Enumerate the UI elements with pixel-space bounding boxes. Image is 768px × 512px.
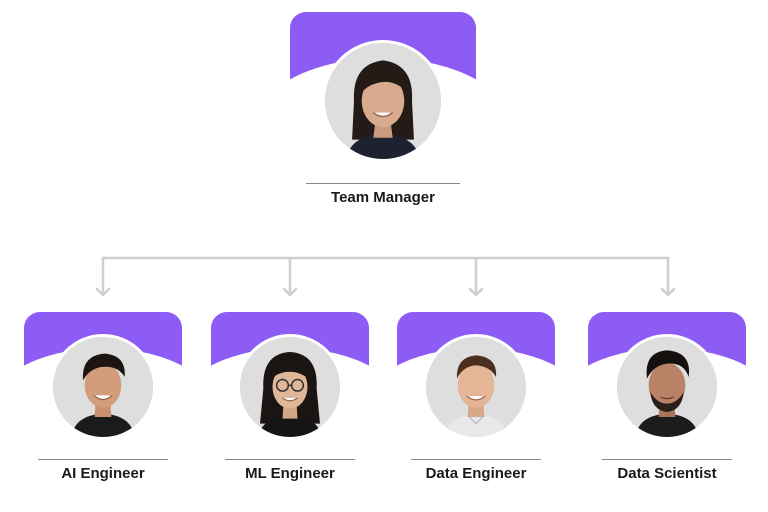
team-manager-photo [325, 43, 441, 159]
ai-engineer-card [24, 312, 182, 458]
connector-to-data-scientist [660, 256, 676, 297]
ai-engineer-underline [38, 459, 168, 460]
ml-engineer-photo [240, 337, 340, 437]
ai-engineer-label: AI Engineer [61, 465, 145, 482]
team-manager-avatar [322, 40, 444, 162]
ml-engineer-card [211, 312, 369, 458]
ml-engineer-underline [225, 459, 355, 460]
ai-engineer-avatar [50, 334, 156, 440]
team-manager-label: Team Manager [331, 189, 435, 206]
team-manager-card [290, 12, 476, 178]
ml-engineer-label: ML Engineer [245, 465, 335, 482]
data-scientist-card [588, 312, 746, 458]
data-scientist-avatar [614, 334, 720, 440]
data-engineer-label: Data Engineer [425, 465, 527, 482]
connector-to-ml-engineer [282, 256, 298, 297]
data-scientist-photo [617, 337, 717, 437]
data-engineer-card [397, 312, 555, 458]
connector-to-ai-engineer [95, 256, 111, 297]
data-scientist-underline [602, 459, 732, 460]
team-manager-underline [306, 183, 460, 184]
data-engineer-avatar [423, 334, 529, 440]
data-scientist-label: Data Scientist [617, 465, 717, 482]
data-engineer-photo [426, 337, 526, 437]
data-engineer-underline [411, 459, 541, 460]
ml-engineer-avatar [237, 334, 343, 440]
connector-to-data-engineer [468, 256, 484, 297]
ai-engineer-photo [53, 337, 153, 437]
